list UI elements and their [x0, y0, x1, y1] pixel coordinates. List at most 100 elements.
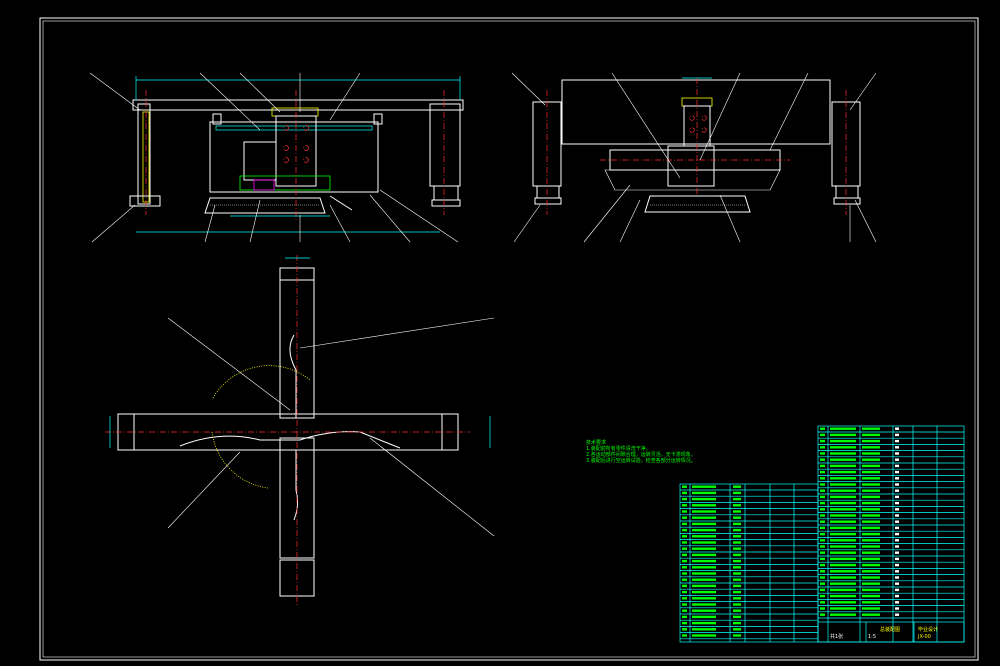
- parts-list-cell-mark: [895, 601, 899, 604]
- parts-list-cell-mark: [862, 495, 880, 499]
- parts-list-cell-mark: [830, 501, 856, 505]
- parts-list-cell-mark: [682, 497, 687, 501]
- parts-list-cell-mark: [682, 553, 687, 557]
- inner-frame: [42, 20, 976, 658]
- parts-list-cell-mark: [820, 458, 825, 461]
- parts-list-cell-mark: [682, 547, 687, 550]
- parts-list-cell-mark: [830, 551, 856, 554]
- parts-list-cell-mark: [682, 572, 687, 575]
- parts-list-cell-mark: [862, 588, 880, 592]
- parts-list-cell-mark: [862, 433, 880, 437]
- parts-list-cell-mark: [830, 607, 856, 610]
- parts-list-cell-mark: [895, 458, 899, 461]
- parts-list-cell-mark: [682, 621, 687, 625]
- parts-list-cell-mark: [733, 491, 741, 495]
- parts-list-cell-mark: [733, 547, 741, 550]
- parts-list-cell-mark: [820, 588, 825, 592]
- parts-list-cell-mark: [862, 439, 880, 443]
- parts-list-cell-mark: [682, 628, 687, 631]
- parts-list-cell-mark: [733, 528, 741, 532]
- parts-list-cell-mark: [692, 621, 716, 625]
- parts-list-cell-mark: [862, 532, 880, 536]
- parts-list-cell-mark: [895, 489, 899, 492]
- parts-list-cell-mark: [733, 535, 741, 538]
- parts-list-cell-mark: [733, 504, 741, 507]
- parts-list-cell-mark: [830, 452, 856, 455]
- parts-list-cell-mark: [895, 433, 899, 437]
- parts-list-cell-mark: [682, 535, 687, 538]
- parts-list-cell-mark: [733, 584, 741, 588]
- parts-list-cell-mark: [830, 470, 856, 474]
- parts-list-cell-mark: [820, 532, 825, 536]
- parts-list-cell-mark: [682, 485, 687, 488]
- parts-list-cell-mark: [862, 464, 880, 468]
- parts-list-cell-mark: [682, 522, 687, 526]
- parts-list-cell-mark: [682, 541, 687, 544]
- parts-list-cell-mark: [862, 557, 880, 561]
- parts-list-cell-mark: [830, 557, 856, 561]
- parts-list-cell-mark: [862, 489, 880, 492]
- parts-list-cell-mark: [692, 553, 716, 557]
- parts-list-cell-mark: [820, 520, 825, 523]
- parts-list-cell-mark: [830, 539, 856, 542]
- parts-list-cell-mark: [733, 597, 741, 600]
- parts-list-cell-mark: [820, 582, 825, 585]
- parts-list-cell-mark: [692, 510, 716, 513]
- parts-list-cell-mark: [733, 541, 741, 544]
- parts-list-cell-mark: [820, 601, 825, 604]
- parts-list-cell-mark: [895, 607, 899, 610]
- parts-list-cell-mark: [692, 578, 716, 581]
- parts-list-cell-mark: [830, 526, 856, 530]
- parts-list-cell-mark: [820, 470, 825, 474]
- parts-list-cell-mark: [862, 470, 880, 474]
- drawing-number: JX-00: [918, 634, 931, 640]
- parts-list-cell-mark: [895, 464, 899, 468]
- parts-list-cell-mark: [862, 514, 880, 517]
- parts-list-cell-mark: [895, 477, 899, 480]
- parts-list-cell-mark: [862, 601, 880, 604]
- technical-notes: 技术要求 1.装配前所有零件清洗干净。 2.各运动部件间隙合理，运转灵活，无卡滞…: [586, 440, 696, 464]
- parts-list-cell-mark: [682, 597, 687, 600]
- parts-list-cell-mark: [733, 553, 741, 557]
- parts-list-cell-mark: [830, 545, 856, 548]
- parts-list-cell-mark: [692, 634, 716, 637]
- parts-list-cell-mark: [830, 495, 856, 499]
- parts-list-cell-mark: [830, 477, 856, 480]
- parts-list-cell-mark: [862, 526, 880, 530]
- parts-list-cell-mark: [830, 588, 856, 592]
- parts-list-cell-mark: [862, 427, 880, 430]
- parts-list-cell-mark: [682, 491, 687, 495]
- notes-line-1: 1.装配前所有零件清洗干净。: [586, 446, 651, 452]
- parts-list-cell-mark: [820, 464, 825, 468]
- parts-list-cell-mark: [830, 439, 856, 443]
- parts-list-cell-mark: [682, 504, 687, 507]
- front-view: [89, 72, 464, 243]
- parts-list-cell-mark: [733, 522, 741, 526]
- parts-list-cell-mark: [830, 514, 856, 517]
- parts-list-cell-mark: [895, 526, 899, 530]
- parts-list-cell-mark: [692, 504, 716, 507]
- parts-list-cell-mark: [830, 433, 856, 437]
- outer-frame: [39, 17, 979, 661]
- parts-list-cell-mark: [692, 485, 716, 488]
- parts-list-cell-mark: [895, 557, 899, 561]
- parts-list-cell-mark: [733, 603, 741, 606]
- parts-list-cell-mark: [692, 609, 716, 612]
- parts-list-cell-mark: [820, 439, 825, 443]
- parts-list-cell-mark: [862, 508, 880, 511]
- parts-list-cell-mark: [682, 609, 687, 612]
- parts-list-cell-mark: [862, 570, 880, 573]
- parts-list-cell-mark: [820, 594, 825, 598]
- parts-list-cell-mark: [692, 528, 716, 532]
- parts-list-cell-mark: [895, 452, 899, 455]
- parts-list-cell-mark: [733, 615, 741, 619]
- notes-line-3: 3.装配后进行空运转试验，检查各部分运转情况。: [586, 458, 696, 464]
- parts-list-cell-mark: [682, 615, 687, 619]
- parts-list-cell-mark: [895, 570, 899, 573]
- parts-list-cell-mark: [733, 559, 741, 563]
- parts-list-cell-mark: [682, 584, 687, 588]
- parts-list-cell-mark: [820, 570, 825, 573]
- parts-list-cell-mark: [692, 628, 716, 631]
- parts-list-cell-mark: [820, 563, 825, 567]
- parts-list-rows: [680, 431, 964, 640]
